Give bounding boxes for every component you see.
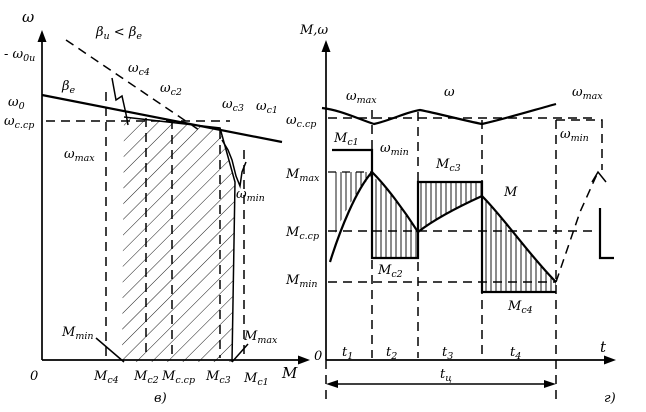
omega-curve [321, 102, 557, 126]
m-max-label: Mmax [243, 329, 278, 346]
r-mc4-label: Mс4 [507, 299, 533, 316]
right-y-axis-label: M,ω [299, 23, 328, 38]
omega-c2-label: ωс2 [160, 81, 182, 98]
right-diagram: M,ω ωmax ω ωmax ωс.ср ωmin Mс1 ωmin Mс3 … [285, 23, 616, 406]
left-origin-label: 0 [30, 369, 38, 384]
left-caption: в) [154, 391, 167, 406]
m-hatch-t2-below [372, 176, 418, 258]
beta-inequality-label: βи < βе [95, 25, 142, 42]
r-m-ccp-label: Mс.ср [285, 225, 319, 242]
omega-axis-letter: ω [22, 8, 34, 26]
m-hatch-t3 [418, 182, 482, 232]
omega-c1-label: ωс1 [256, 99, 278, 116]
omega-axis-arrow [37, 30, 47, 42]
r-omega-min-mid: ωmin [380, 141, 409, 158]
r-m-min-label: Mmin [285, 273, 317, 290]
t4-label: t4 [510, 345, 521, 362]
beta-i-characteristic [65, 39, 203, 133]
omega-ccp-label: ωс.ср [4, 114, 34, 131]
right-origin-label: 0 [314, 349, 322, 364]
beta-e-characteristic [41, 93, 283, 144]
r-omega-ccp: ωс.ср [286, 113, 316, 130]
m-hatch-t4 [482, 196, 556, 292]
m-curve [328, 170, 557, 283]
r-omega-curve-label: ω [444, 85, 455, 100]
m-axis-letter: M [281, 364, 298, 382]
omega-0n-label: - ω0и [4, 47, 35, 64]
r-omega-max-left: ωmax [346, 89, 377, 106]
mc-step [332, 148, 556, 294]
zigzag-omega-right [221, 139, 247, 189]
t2-label: t2 [386, 345, 397, 362]
omega-min-label: ωmin [236, 187, 265, 204]
r-m-curve-label: M [503, 185, 518, 200]
t-cycle-label: tц [440, 367, 452, 384]
omega-max-label: ωmax [64, 147, 95, 164]
r-mc3-label: Mс3 [435, 157, 461, 174]
zigzag-omega-left [111, 77, 129, 126]
r-mc1-label: Mс1 [333, 131, 359, 148]
x-tick-mc4: Mс4 [93, 369, 119, 386]
continuation-dashed [555, 171, 599, 283]
x-tick-mccp: Mс.ср [161, 369, 195, 386]
t-axis-arrow [604, 355, 616, 365]
m-axis-arrow [298, 355, 310, 365]
omega-c3-label: ωс3 [222, 97, 244, 114]
x-tick-mc2: Mс2 [133, 369, 159, 386]
t1-label: t1 [342, 345, 353, 362]
beta-e-label: βе [61, 79, 76, 96]
r-omega-min-right: ωmin [560, 127, 589, 144]
m-max-line [231, 343, 249, 363]
t3-label: t3 [442, 345, 453, 362]
hatched-area [122, 117, 235, 362]
omega-c4-label: ωс4 [128, 61, 150, 78]
right-y-axis-arrow [321, 40, 331, 52]
r-mc2-label: Mс2 [377, 263, 403, 280]
left-diagram: ω βи < βе - ω0и ωс4 βе ωс2 ω0 ωс3 ωс1 ωс… [4, 8, 310, 406]
right-caption: г) [604, 391, 616, 406]
x-tick-mc1: Mс1 [243, 371, 269, 388]
x-tick-mc3: Mс3 [205, 369, 231, 386]
omega-0-label: ω0 [8, 95, 25, 112]
m-min-line [95, 337, 125, 363]
r-m-max-label: Mmax [285, 167, 320, 184]
m-min-label: Mmin [61, 325, 93, 342]
r-omega-max-right: ωmax [572, 85, 603, 102]
t-axis-letter: t [600, 338, 607, 356]
m-hatch-t1 [332, 172, 372, 242]
